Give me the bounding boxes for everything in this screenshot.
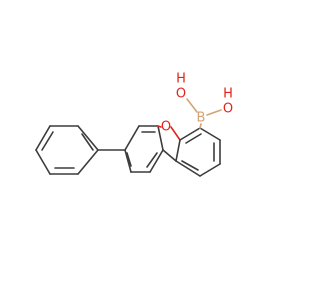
benzo-left-double-bond [146, 152, 158, 168]
phenyl-bond [35, 125, 51, 151]
ring-oxygen-label: O [161, 120, 171, 135]
furan-bond [162, 149, 177, 162]
furan-bond [170, 126, 181, 141]
boron-label: B [197, 111, 206, 126]
phenyl-bond [77, 149, 99, 175]
hydroxyl-1-h-label: H [176, 72, 186, 87]
phenyl-double-bond [41, 131, 54, 151]
benzo-left-bond [149, 149, 164, 173]
hydroxyl-2-h-label: H [223, 87, 233, 102]
phenyl-bond [35, 149, 51, 175]
hydroxyl-1-o-label: O [176, 87, 186, 102]
carbon-boron-bond [199, 123, 202, 129]
benzo-right-double-bond [185, 133, 202, 144]
benzo-left-bond [124, 125, 140, 151]
furan-bond [175, 139, 181, 162]
benzo-left-double-bond [126, 152, 132, 167]
benzo-right-bond [199, 163, 221, 177]
bond-layer [35, 98, 222, 177]
phenyl-double-bond [81, 133, 94, 151]
structure-diagram: O B H O H O [35, 72, 233, 177]
furan-bond [157, 125, 162, 128]
benzo-right-bond [179, 127, 201, 141]
benzo-right-bond [199, 127, 221, 141]
benzo-right-double-bond [181, 160, 199, 171]
boron-oxygen-bond [186, 98, 198, 113]
benzo-left-bond [157, 125, 164, 151]
boron-oxygen-bond [206, 109, 222, 116]
phenyl-bond [77, 125, 99, 151]
benzo-left-bond [124, 149, 132, 173]
benzo-right-bond [175, 160, 201, 177]
hydroxyl-2-o-label: O [223, 102, 233, 117]
